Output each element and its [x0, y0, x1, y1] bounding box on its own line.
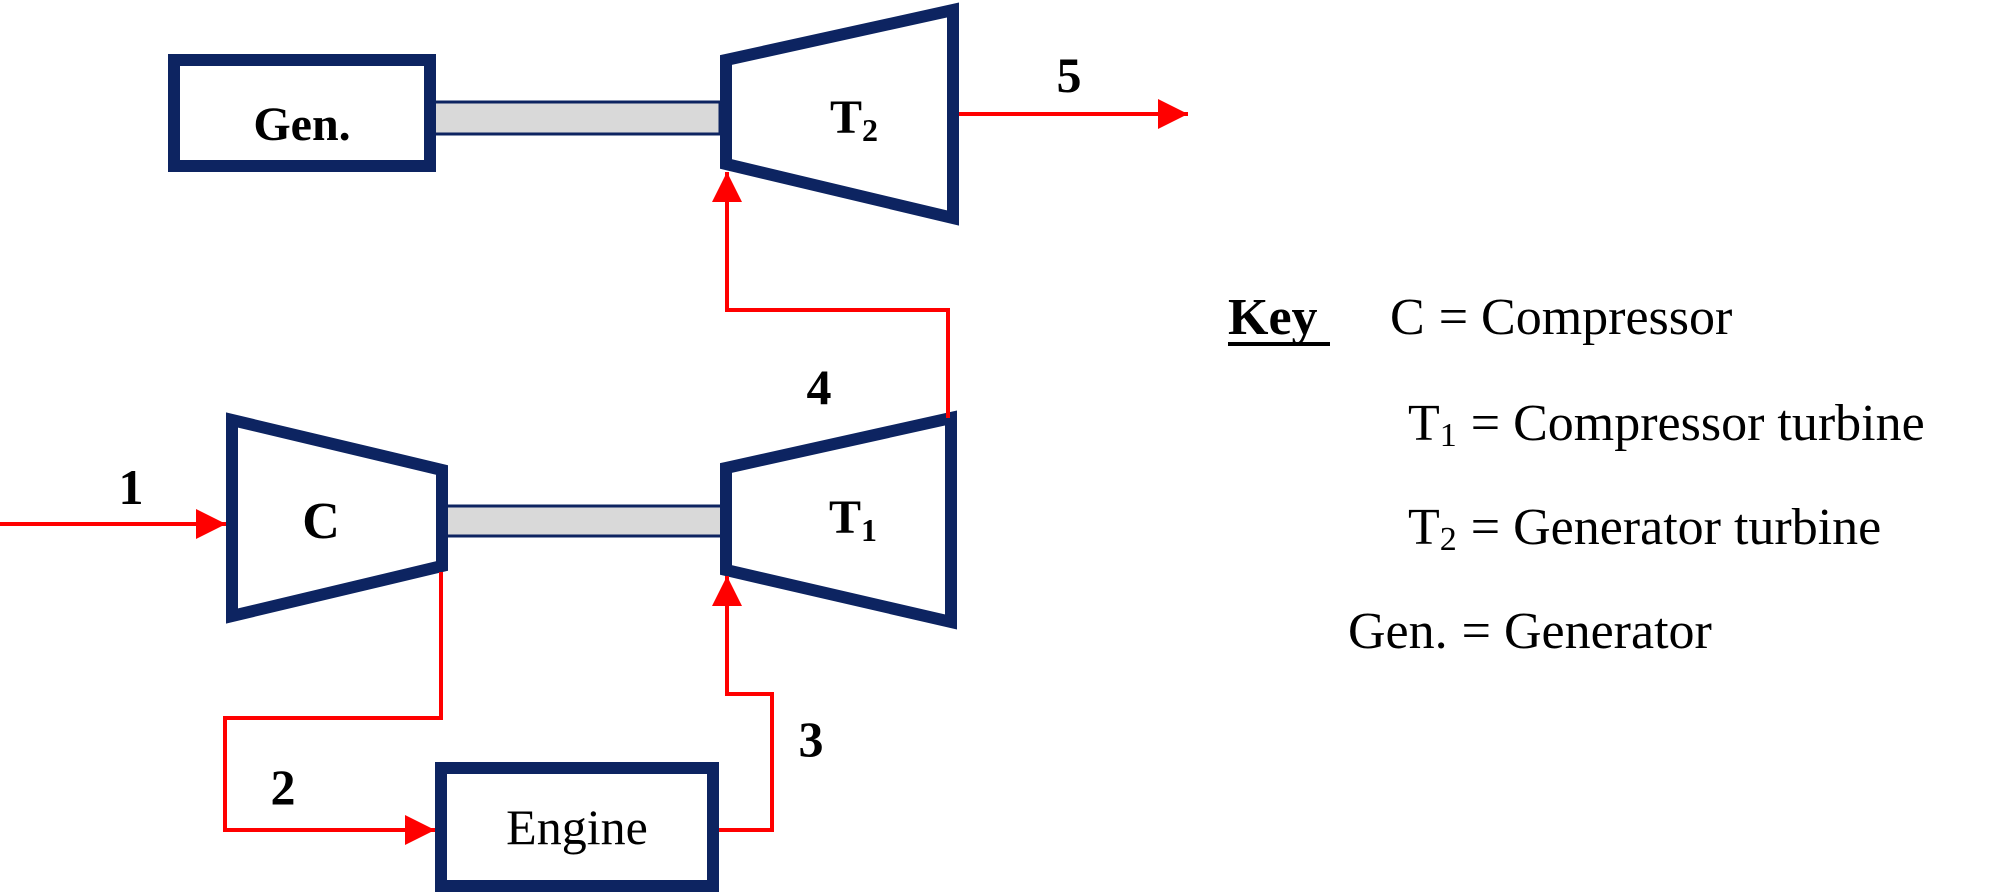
key-entry-generator-turbine: T2= Generator turbine: [1408, 499, 1881, 558]
key-title: Key: [1228, 289, 1318, 346]
state-point-5: 5: [1057, 47, 1082, 103]
flow-line-4: [712, 172, 950, 418]
state-point-1: 1: [119, 459, 144, 515]
key-entry-generator: Gen.= Generator: [1348, 603, 1712, 660]
state-point-4: 4: [807, 359, 832, 415]
engine-block: [435, 762, 719, 892]
generator-label: Gen.: [253, 98, 350, 151]
state-point-2: 2: [271, 759, 296, 815]
compressor-turbine-t1: [720, 410, 957, 630]
flow-line-2: [223, 572, 443, 845]
key-entry-compressor: C= Compressor: [1390, 289, 1732, 346]
key-legend: Key C= Compressor T1= Compressor turbine…: [1228, 289, 1925, 660]
compressor-label: C: [302, 493, 340, 550]
flow-line-3: [712, 576, 774, 832]
compressor-c: [226, 412, 448, 624]
generator-block: [168, 54, 436, 172]
compressor-shaft: [438, 504, 725, 538]
turbine-t2-label: T2: [830, 91, 878, 148]
key-entry-compressor-turbine: T1= Compressor turbine: [1408, 395, 1925, 454]
turbine-t1-label: T1: [829, 491, 877, 548]
state-point-3: 3: [799, 711, 824, 767]
generator-turbine-t2: [720, 2, 959, 226]
generator-shaft: [431, 100, 722, 136]
engine-label: Engine: [506, 799, 648, 855]
